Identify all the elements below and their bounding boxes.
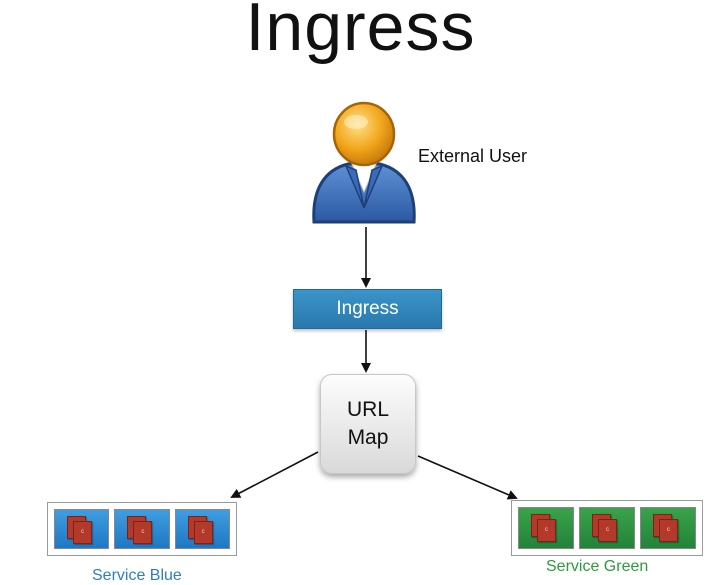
pod-tile: c <box>174 509 230 549</box>
service-green-label: Service Green <box>546 558 649 575</box>
service-green-group: c c c <box>511 500 703 556</box>
pod-card-icon: c <box>133 521 153 544</box>
arrow-urlmap-to-blue <box>230 451 319 498</box>
pod-card-icon: c <box>659 519 678 542</box>
pod-card-icon: c <box>598 519 617 542</box>
pod-tile: c <box>640 507 696 549</box>
pod-card-icon: c <box>193 521 213 544</box>
page-title: Ingress <box>245 0 476 65</box>
service-blue-label: Service Blue <box>92 567 182 584</box>
url-map-node: URL Map <box>320 374 416 474</box>
url-map-label-line1: URL <box>346 398 389 421</box>
user-icon <box>312 101 416 224</box>
url-map-label-line2: Map <box>347 426 389 449</box>
pod-tile: c <box>114 509 170 549</box>
pod-card-icon: c <box>73 521 92 544</box>
arrow-urlmap-to-green <box>417 455 518 500</box>
pod-tile: c <box>518 507 574 549</box>
ingress-node: Ingress <box>293 289 442 329</box>
service-blue-group: c c c <box>47 502 237 556</box>
pod-tile: c <box>54 509 110 549</box>
pod-tile: c <box>579 507 635 549</box>
external-user-label: External User <box>418 146 528 166</box>
pod-card-icon: c <box>537 519 556 542</box>
